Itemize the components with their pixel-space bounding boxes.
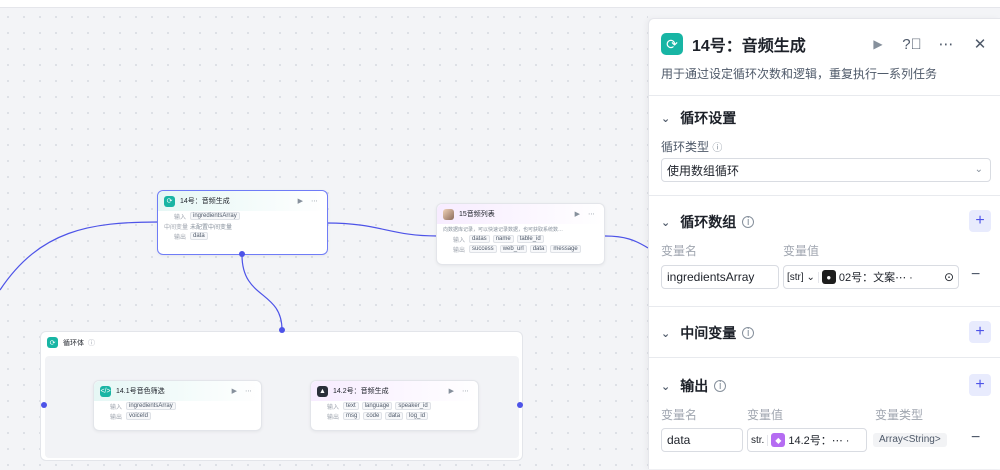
node-header: 15音频列表 ▶ ⋯ <box>437 204 604 224</box>
info-icon: ⓘ <box>88 339 95 347</box>
section-header[interactable]: ⌄ 循环设置 <box>661 110 737 126</box>
target-icon[interactable]: ⊙ <box>943 270 954 284</box>
loop-array-value-ref[interactable]: [str] ⌄ ● 02号：文案⋯ · ⊙ <box>783 265 959 289</box>
panel-description: 用于通过设定循环次数和逻辑，重复执行一系列任务 <box>661 67 938 81</box>
add-output-button[interactable]: + <box>969 374 991 396</box>
loop-array-name-input[interactable]: ingredientsArray <box>661 265 779 289</box>
chevron-down-icon: ⌄ <box>661 216 671 229</box>
loop-type-label: 循环类型 ⓘ <box>661 140 723 154</box>
loop-type-select[interactable]: 使用数组循环 ⌄ <box>661 158 991 182</box>
col-var-value: 变量值 <box>747 408 784 422</box>
code-icon: </> <box>100 385 111 397</box>
node-14-output-port[interactable] <box>239 251 245 257</box>
chevron-down-icon: ⌄ <box>661 112 671 125</box>
node-header: ⟳ 14号：音频生成 ▶ ⋯ <box>158 191 327 211</box>
plugin-icon: ▲ <box>317 385 328 397</box>
node-actions[interactable]: ▶ ⋯ <box>448 388 472 395</box>
run-icon[interactable]: ▶ <box>873 37 883 51</box>
panel-header: ⟳ 14号：音频生成 ▶ ?⃝ ⋯ ✕ <box>661 31 991 57</box>
remove-row-button[interactable]: − <box>971 429 981 446</box>
node-title: 14.2号：音频生成 <box>333 388 389 395</box>
avatar-icon <box>443 208 454 220</box>
type-selector[interactable]: str. <box>751 434 769 446</box>
node-title: 14号：音频生成 <box>180 198 230 205</box>
output-type-badge: Array<String> <box>873 433 947 447</box>
chevron-down-icon: ⌄ <box>661 380 671 393</box>
loop-header: ⟳ 循环体 ⓘ <box>47 337 95 348</box>
node-desc: 向数据库记录，可以快速记录数据，也可获取系统数… <box>443 226 564 233</box>
loop-icon: ⟳ <box>661 33 683 55</box>
loop-title: 循环体 <box>63 339 84 347</box>
type-selector[interactable]: [str] ⌄ <box>787 271 819 283</box>
remove-row-button[interactable]: − <box>971 266 981 283</box>
chevron-down-icon: ⌄ <box>974 164 983 175</box>
node-title: 14.1号音色筛选 <box>116 388 165 395</box>
loop-input-port[interactable] <box>279 327 285 333</box>
section-loop-settings: ⌄ 循环设置 循环类型 ⓘ 使用数组循环 ⌄ <box>649 95 1000 210</box>
info-icon: i <box>742 216 755 228</box>
close-icon[interactable]: ✕ <box>973 36 987 53</box>
col-var-name: 变量名 <box>661 244 698 258</box>
more-icon[interactable]: ⋯ <box>938 36 954 53</box>
output-name-input[interactable]: data <box>661 428 743 452</box>
col-var-type: 变量类型 <box>875 408 924 422</box>
node-title: 15音频列表 <box>459 211 495 218</box>
add-intermediate-button[interactable]: + <box>969 321 991 343</box>
loop-body-container[interactable]: ⟳ 循环体 ⓘ <box>40 331 523 461</box>
output-value-ref[interactable]: str. ◆ 14.2号：⋯ · <box>747 428 867 452</box>
info-icon: i <box>742 327 755 339</box>
cube-icon: ◆ <box>771 433 786 447</box>
chevron-down-icon: ⌄ <box>661 327 671 340</box>
loop-icon: ⟳ <box>164 195 175 207</box>
avatar-icon: ● <box>821 270 836 284</box>
panel-title: 14号：音频生成 <box>692 38 806 55</box>
node-row-intermediate: 中间变量未配置中间变量 <box>164 224 233 231</box>
help-icon[interactable]: ?⃝ <box>902 35 922 53</box>
add-loop-array-button[interactable]: + <box>969 210 991 232</box>
node-actions[interactable]: ▶ ⋯ <box>231 388 255 395</box>
node-header: </> 14.1号音色筛选 ▶ ⋯ <box>94 381 261 401</box>
col-var-name: 变量名 <box>661 408 698 422</box>
node-actions[interactable]: ▶ ⋯ <box>574 211 598 218</box>
loop-icon: ⟳ <box>47 337 58 348</box>
info-icon: i <box>714 380 727 392</box>
top-bar <box>0 0 1000 8</box>
node-header: ▲ 14.2号：音频生成 ▶ ⋯ <box>311 381 478 401</box>
node-config-panel: ⟳ 14号：音频生成 ▶ ?⃝ ⋯ ✕ 用于通过设定循环次数和逻辑，重复执行一系… <box>648 18 1000 469</box>
loop-inner-end-port[interactable] <box>517 402 523 408</box>
loop-inner-start-port[interactable] <box>41 402 47 408</box>
col-var-value: 变量值 <box>783 244 820 258</box>
node-actions[interactable]: ▶ ⋯ <box>297 198 321 205</box>
info-icon: ⓘ <box>712 143 723 154</box>
